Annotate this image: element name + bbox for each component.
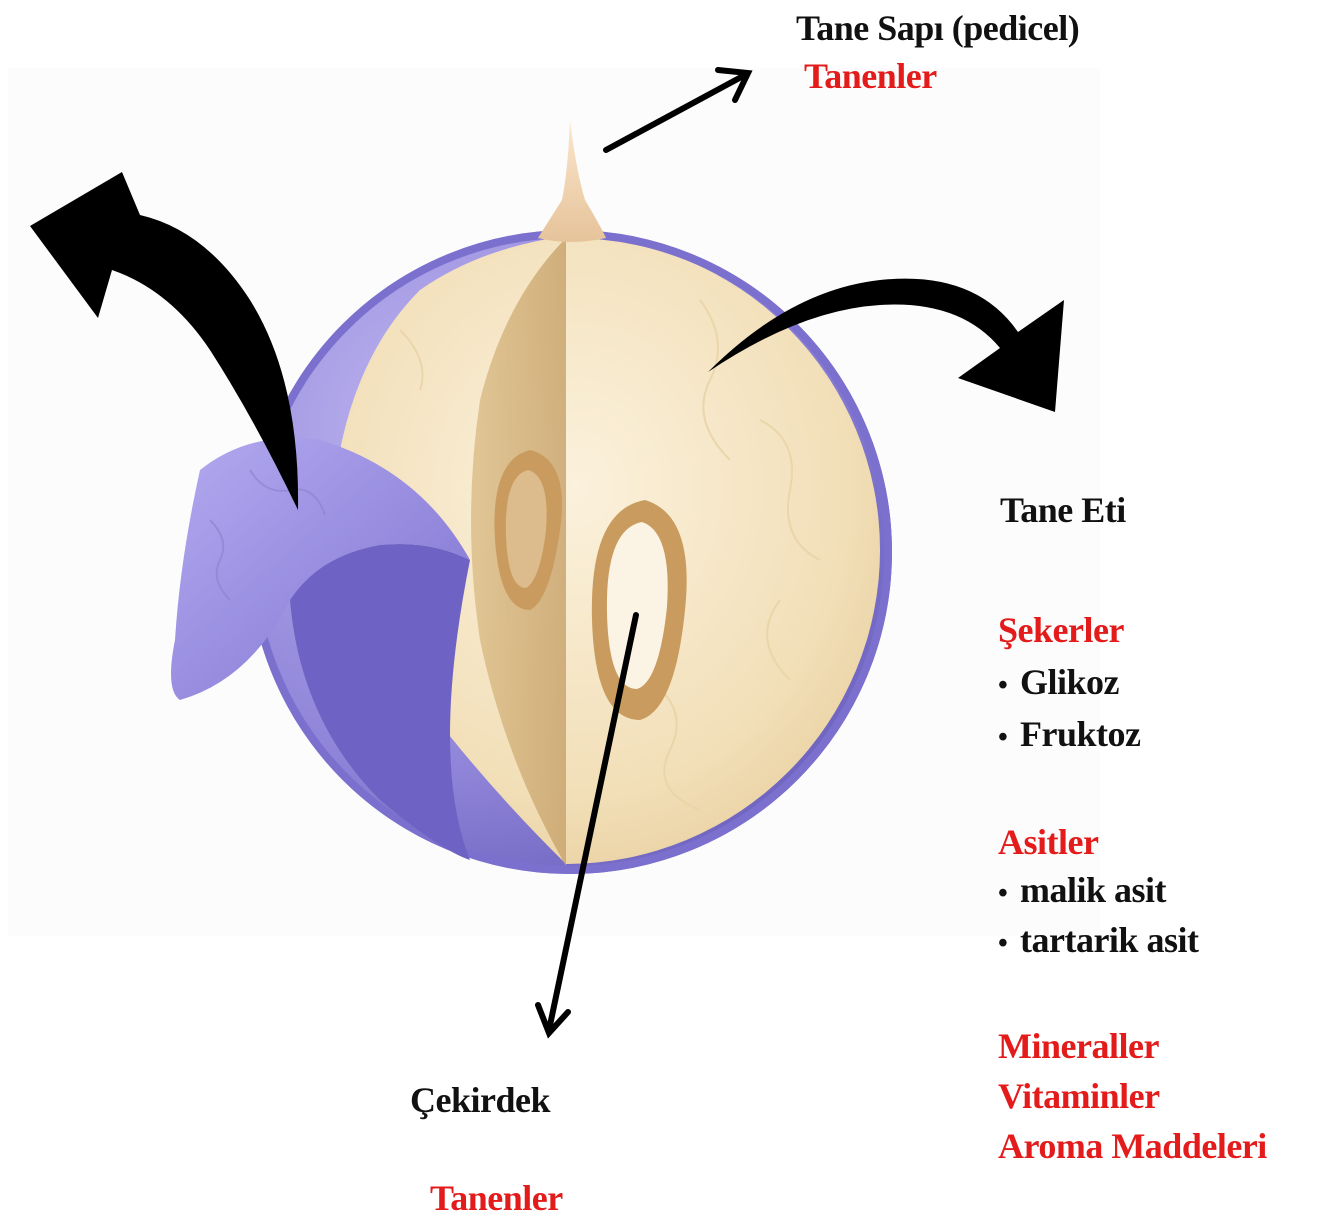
seed-title: Çekirdek <box>410 1082 550 1118</box>
acid-item-1: malik asit <box>998 872 1166 908</box>
other-item-minerals: Mineraller <box>998 1028 1159 1064</box>
acids-heading: Asitler <box>998 824 1098 860</box>
acid-item-2: tartarik asit <box>998 922 1198 958</box>
pedicel-title: Tane Sapı (pedicel) <box>796 10 1079 46</box>
flesh-title: Tane Eti <box>1000 492 1126 528</box>
other-item-aroma: Aroma Maddeleri <box>998 1128 1267 1164</box>
sugar-item-2: Fruktoz <box>998 716 1140 752</box>
other-item-vitamins: Vitaminler <box>998 1078 1160 1114</box>
sugar-item-1: Glikoz <box>998 664 1119 700</box>
seed-content: Tanenler <box>430 1180 563 1216</box>
sugars-heading: Şekerler <box>998 612 1124 648</box>
pedicel-content: Tanenler <box>804 58 937 94</box>
